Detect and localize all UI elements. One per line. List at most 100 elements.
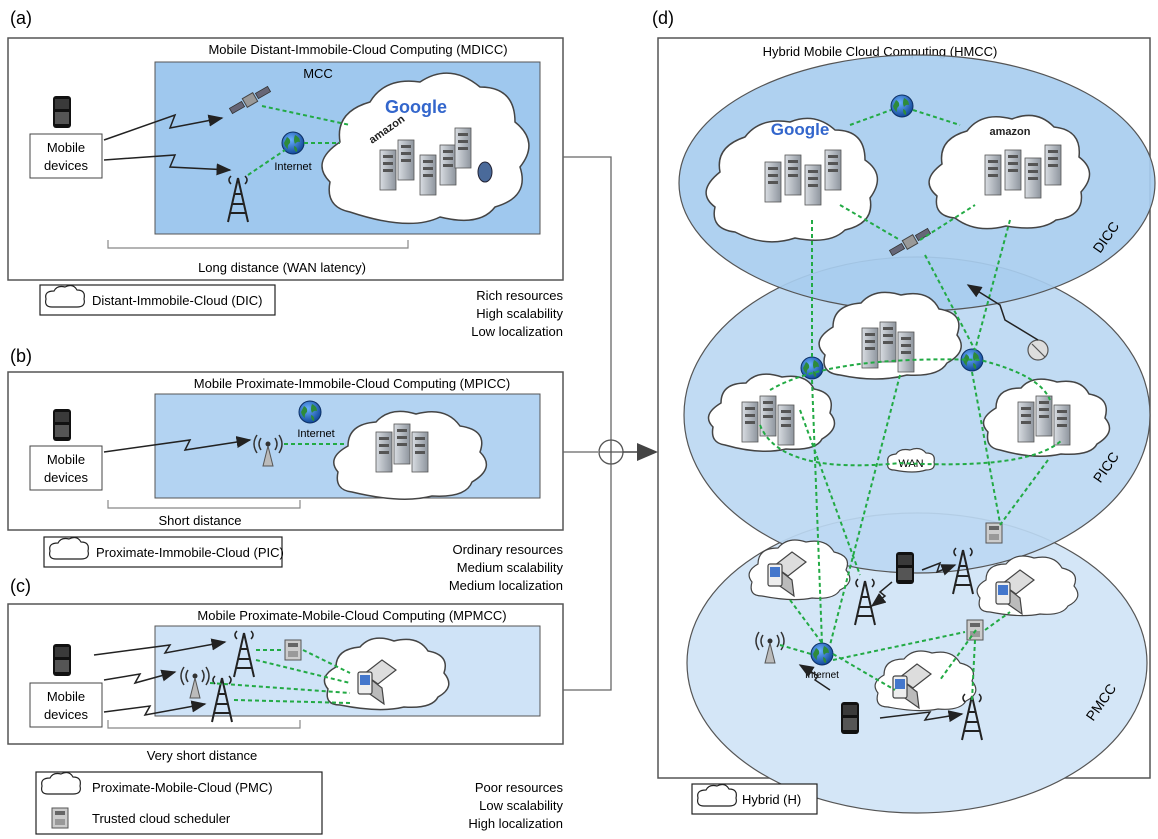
wireless-link: [798, 664, 831, 691]
network-link: [811, 379, 823, 644]
legend-label: Trusted cloud scheduler: [92, 811, 231, 826]
distance-bracket: [107, 720, 301, 729]
network-link: [759, 424, 1063, 467]
panel-c-title: Mobile Proximate-Mobile-Cloud Computing …: [197, 608, 506, 623]
distance-label: Short distance: [158, 513, 241, 528]
server-icon: [984, 154, 1002, 196]
network-link: [849, 109, 892, 126]
scheduler-icon: [284, 639, 302, 661]
wireless-link: [103, 154, 232, 176]
wireless-link: [103, 113, 224, 141]
phone-icon: [841, 702, 859, 734]
property-text: Medium scalability: [457, 560, 564, 575]
network-link: [779, 644, 812, 655]
property-text: High scalability: [476, 306, 563, 321]
globe-icon: [810, 642, 834, 666]
server-icon: [879, 321, 897, 363]
distance-bracket: [107, 240, 409, 249]
property-text: Low localization: [471, 324, 563, 339]
property-text: Low scalability: [479, 798, 563, 813]
phone-icon: [53, 409, 71, 441]
mcc-label: MCC: [303, 66, 333, 81]
panel-b-title: Mobile Proximate-Immobile-Cloud Computin…: [194, 376, 510, 391]
legend-label: Proximate-Immobile-Cloud (PIC): [96, 545, 284, 560]
amazon-logo: amazon: [990, 126, 1031, 138]
mobile-devices-label: Mobile: [47, 140, 85, 155]
network-link: [769, 358, 1051, 401]
network-link: [912, 109, 961, 126]
network-link: [799, 409, 861, 576]
panel-b-letter: (b): [10, 346, 32, 366]
server-icon: [764, 161, 782, 203]
cloud-icon: [41, 771, 81, 795]
network-link: [302, 649, 351, 674]
database-icon: [477, 161, 493, 183]
network-link: [971, 639, 976, 701]
scheduler-icon: [51, 807, 69, 829]
mobile-devices-label: Mobile: [47, 689, 85, 704]
server-icon: [804, 164, 822, 206]
mobile-devices-label: devices: [44, 470, 89, 485]
satellite-dish-icon: [1027, 339, 1049, 361]
server-icon: [759, 395, 777, 437]
panel-c-letter: (c): [10, 576, 31, 596]
server-icon: [784, 154, 802, 196]
network-link: [839, 204, 901, 241]
network-link: [209, 682, 351, 694]
internet-label: Internet: [274, 161, 311, 173]
server-icon: [1044, 144, 1062, 186]
server-icon: [741, 401, 759, 443]
network-link: [974, 219, 1011, 351]
network-link: [233, 699, 351, 704]
mobile-devices-label: Mobile: [47, 452, 85, 467]
mobile-devices-box: [29, 682, 103, 728]
legend-label: Hybrid (H): [742, 792, 801, 807]
network-link: [832, 653, 896, 691]
mobile-devices-label: devices: [44, 158, 89, 173]
scheduler-icon: [985, 522, 1003, 544]
wireless-link: [103, 669, 177, 685]
wireless-link: [870, 581, 893, 607]
property-text: High localization: [468, 816, 563, 831]
panel-a-title: Mobile Distant-Immobile-Cloud Computing …: [208, 42, 507, 57]
distance-bracket: [107, 500, 301, 509]
wireless-link: [93, 638, 227, 656]
distance-label: Long distance (WAN latency): [198, 260, 366, 275]
legend-label: Proximate-Mobile-Cloud (PMC): [92, 780, 273, 795]
panel-a-letter: (a): [10, 8, 32, 28]
phone-icon: [53, 644, 71, 676]
internet-label: Internet: [297, 428, 334, 440]
cloud-icon: [49, 536, 89, 560]
network-link: [984, 611, 1011, 631]
wireless-link: [879, 710, 964, 723]
server-icon: [1053, 404, 1071, 446]
server-icon: [439, 144, 457, 186]
phone-icon: [53, 96, 71, 128]
server-icon: [411, 431, 429, 473]
network-link: [919, 204, 976, 241]
server-icon: [379, 149, 397, 191]
server-icon: [1035, 395, 1053, 437]
cloud-icon: [45, 284, 85, 308]
distance-label: Very short distance: [147, 748, 258, 763]
server-icon: [777, 404, 795, 446]
property-text: Ordinary resources: [452, 542, 563, 557]
legend-label: Distant-Immobile-Cloud (DIC): [92, 293, 262, 308]
phone-icon: [896, 552, 914, 584]
server-icon: [824, 149, 842, 191]
wireless-link: [966, 284, 1039, 341]
network-link: [261, 105, 351, 126]
server-icon: [393, 423, 411, 465]
wan-cloud-icon: [887, 447, 935, 473]
property-text: Medium localization: [449, 578, 563, 593]
globe-icon: [890, 94, 914, 118]
server-icon: [897, 331, 915, 373]
network-link: [939, 629, 977, 681]
server-icon: [419, 154, 437, 196]
server-icon: [1024, 157, 1042, 199]
cloud-icon: [321, 72, 530, 225]
server-icon: [1017, 401, 1035, 443]
mobile-devices-label: devices: [44, 707, 89, 722]
mobile-devices-box: [29, 445, 103, 491]
